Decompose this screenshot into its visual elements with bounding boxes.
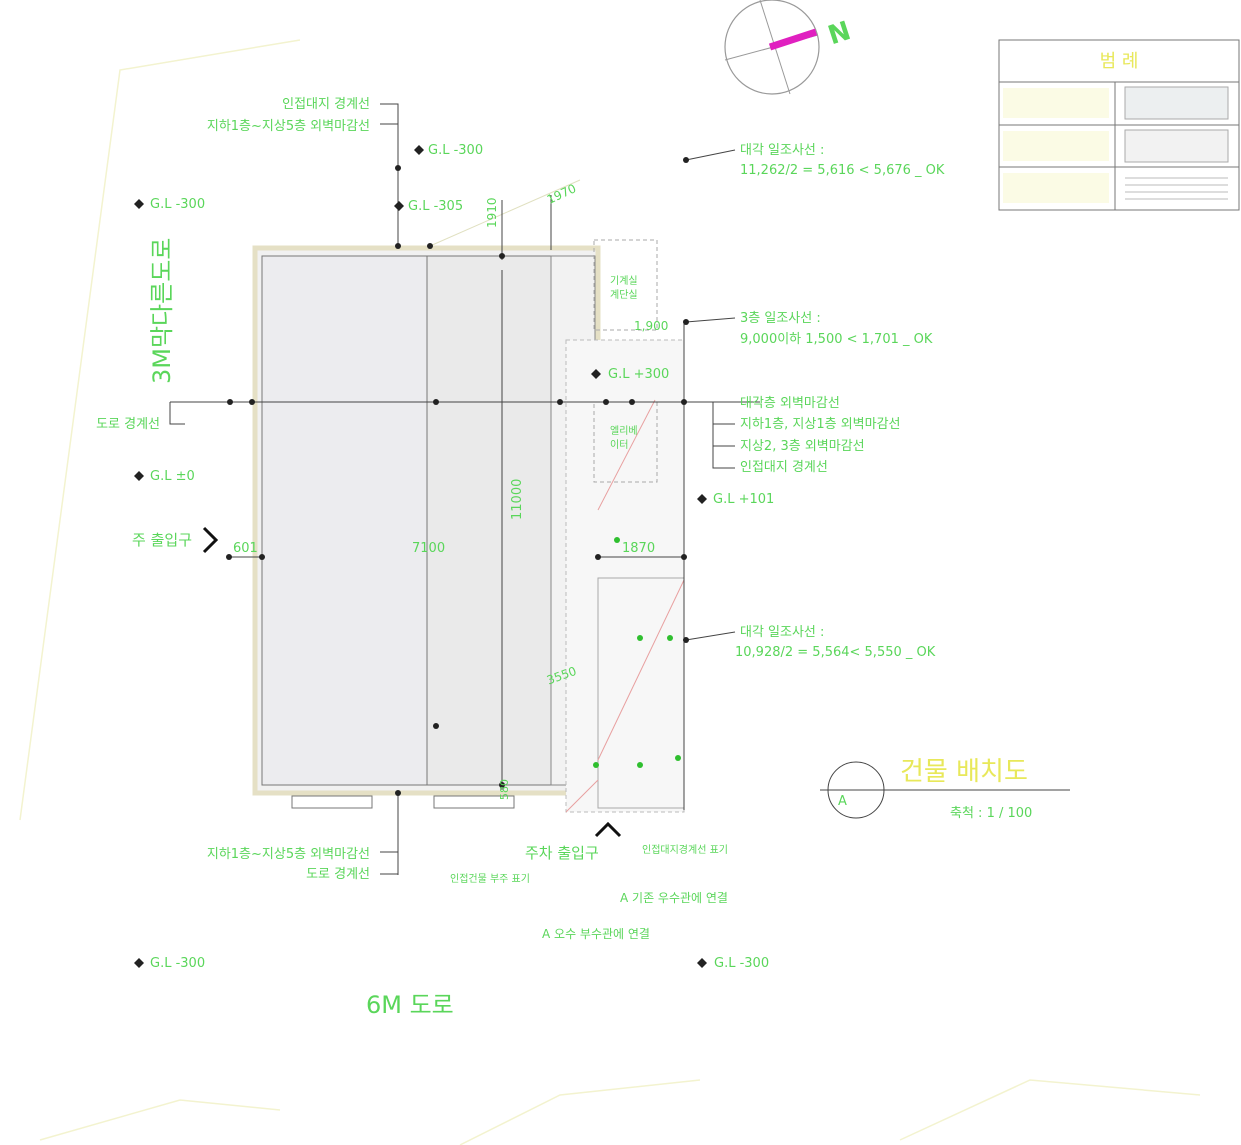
dim-d5: 7100 [412, 541, 445, 556]
room-r2b: 이터 [610, 439, 628, 451]
dim-d7: 1870 [622, 541, 655, 556]
level-gl5: G.L +300 [608, 367, 669, 382]
parking-arrow-icon [594, 821, 622, 838]
label-right-3a: 대각층 외벽마감선 [740, 396, 840, 411]
label-main-entrance: 주 출입구 [132, 531, 192, 549]
entrance-arrow-icon [202, 526, 219, 554]
legend-box: 범 례 [998, 39, 1240, 211]
level-gl8: G.L -300 [714, 956, 769, 971]
label-bottom-note-2: 인접건물 부주 표기 [450, 873, 530, 885]
label-parking-entrance: 주차 출입구 [525, 844, 599, 862]
label-right-2b: 9,000이하 1,500 < 1,701 _ OK [740, 332, 933, 347]
dim-d9: 580 [498, 779, 511, 800]
north-label: N [824, 16, 854, 51]
label-bottom-note-1: 인접대지경계선 표기 [642, 843, 728, 856]
dim-d3: 1,900 [634, 319, 668, 333]
room-r1b: 계단실 [610, 289, 638, 301]
label-right-1a: 대각 일조사선 : [740, 143, 824, 158]
road-west-label: 3M막다른도로 [148, 238, 176, 384]
level-markers [134, 145, 707, 968]
dim-d1: 1910 [485, 197, 499, 228]
label-top-left-1: 인접대지 경계선 [282, 97, 370, 112]
room-r2a: 엘리베 [610, 424, 638, 437]
building-footprint [252, 179, 685, 813]
dim-d6: 11000 [510, 479, 525, 520]
label-right-4a: 대각 일조사선 : [740, 625, 824, 640]
label-bottom-left-1: 지하1층~지상5층 외벽마감선 [207, 847, 370, 862]
background-site-lines [19, 39, 1201, 1145]
label-right-4b: 10,928/2 = 5,564< 5,550 _ OK [735, 645, 936, 660]
dimension-dots [226, 157, 689, 796]
section-mark: A [838, 794, 847, 809]
label-right-3b: 지하1층, 지상1층 외벽마감선 [740, 417, 901, 432]
level-gl3: G.L -300 [150, 197, 205, 212]
level-gl2: G.L -305 [408, 199, 463, 214]
level-gl6: G.L +101 [713, 492, 774, 507]
label-bottom-note-4: A 오수 부수관에 연결 [542, 927, 650, 941]
road-south-label: 6M 도로 [366, 991, 454, 1019]
level-gl7: G.L -300 [150, 956, 205, 971]
level-gl4: G.L ±0 [150, 469, 195, 484]
dim-d2: 1970 [545, 181, 579, 207]
drawing-title: 건물 배치도 [900, 757, 1028, 787]
label-bottom-left-2: 도로 경계선 [306, 867, 370, 882]
drawing-scale: 축척 : 1 / 100 [950, 806, 1032, 821]
title-block: A 건물 배치도 축척 : 1 / 100 [827, 757, 1032, 821]
label-right-3c: 지상2, 3층 외벽마감선 [740, 439, 865, 454]
label-right-1b: 11,262/2 = 5,616 < 5,676 _ OK [740, 163, 945, 178]
label-right-3d: 인접대지 경계선 [740, 460, 828, 475]
label-bottom-note-3: A 기존 우수관에 연결 [620, 891, 728, 905]
room-r1a: 기계실 [610, 275, 638, 287]
legend-header: 범 례 [1100, 51, 1139, 72]
dim-d4: 601 [233, 541, 258, 556]
north-arrow: N [724, 0, 854, 95]
level-gl1: G.L -300 [428, 143, 483, 158]
label-right-2a: 3층 일조사선 : [740, 311, 821, 326]
label-road-boundary: 도로 경계선 [96, 417, 160, 432]
label-top-left-2: 지하1층~지상5층 외벽마감선 [207, 119, 370, 134]
